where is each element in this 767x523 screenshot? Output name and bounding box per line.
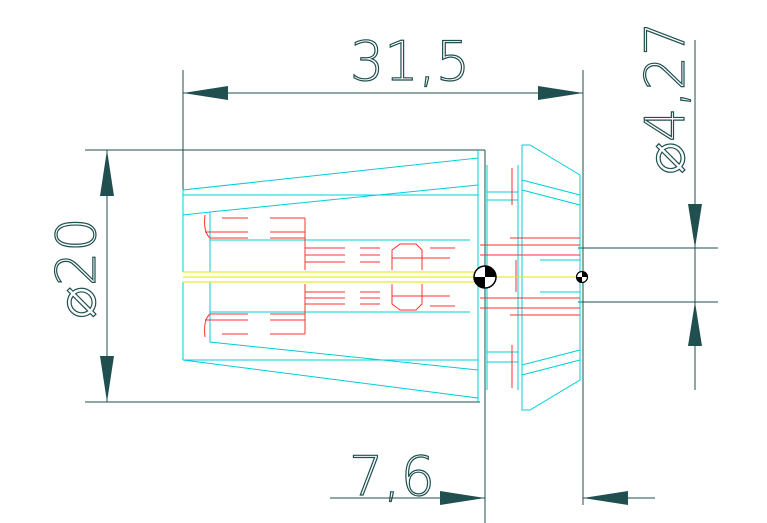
arrow-flange-left (440, 491, 485, 505)
dimension-flange-length: 7,6 (349, 445, 435, 508)
center-axis (183, 271, 583, 283)
arrow-top-diameter (100, 150, 114, 196)
arrow-bottom-bore (688, 302, 702, 346)
arrow-right-overall (538, 86, 583, 100)
center-mark-small (575, 270, 589, 284)
arrow-left-overall (183, 86, 228, 100)
dimension-arrows (100, 86, 702, 505)
arrow-flange-right (583, 491, 628, 505)
dimension-outer-diameter: ⌀20 (45, 217, 108, 318)
dimension-bore-diameter: ⌀4,27 (634, 22, 697, 175)
center-mark-large (473, 265, 497, 289)
arrow-bottom-diameter (100, 356, 114, 402)
hidden-lines (204, 168, 580, 388)
arrow-top-bore (688, 204, 702, 248)
dimension-overall-length: 31,5 (350, 30, 470, 93)
